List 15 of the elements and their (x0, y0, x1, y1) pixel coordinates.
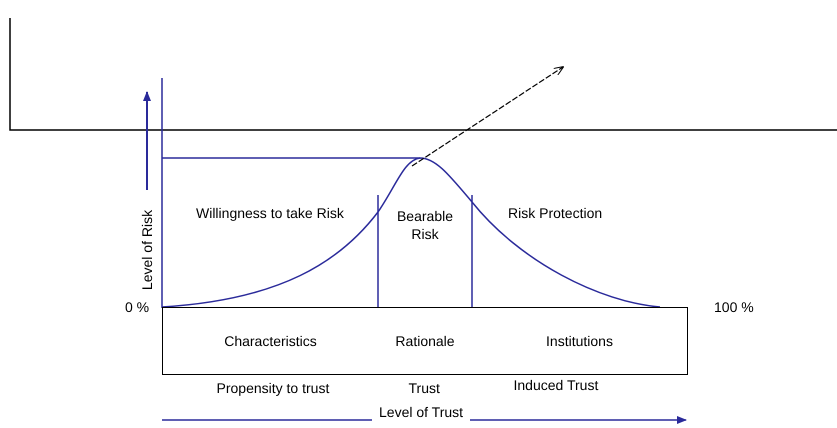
cell-text: Institutions (546, 333, 613, 349)
table-cell (162, 307, 379, 375)
table-cell (472, 307, 688, 375)
axis-tick-label: 0 % (125, 298, 150, 316)
region-label: Risk Protection (508, 204, 602, 222)
region-label: Bearable Risk (396, 207, 454, 243)
category-label: Propensity to trust (216, 379, 330, 397)
cell-text: Rationale (395, 333, 455, 349)
category-label: Trust (408, 379, 440, 397)
category-label: Induced Trust (514, 376, 598, 394)
region-label: Willingness to take Risk (196, 204, 344, 222)
axis-label: Level of Trust (379, 403, 464, 421)
axis-label: Level of Risk (138, 210, 156, 290)
cell-text: Characteristics (224, 333, 317, 349)
axis-tick-label: 100 % (714, 298, 754, 316)
